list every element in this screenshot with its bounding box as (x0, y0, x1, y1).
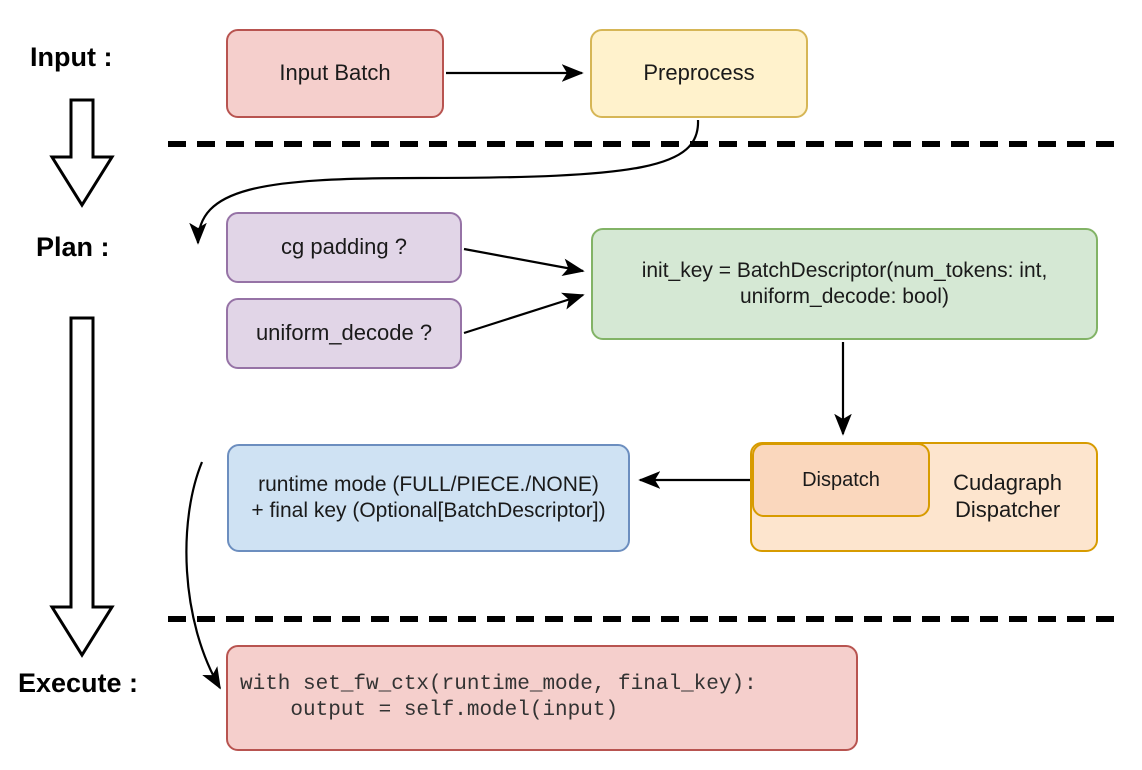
node-runtime-mode[interactable]: runtime mode (FULL/PIECE./NONE) + final … (227, 444, 630, 552)
stage-label-input: Input : (30, 42, 113, 72)
block-arrow-plan-to-execute-block-arrow (49, 316, 115, 658)
node-preprocess[interactable]: Preprocess (590, 29, 808, 118)
connector-uniform-decode-to-init-key (463, 292, 585, 335)
stage-label-execute: Execute : (18, 668, 139, 698)
node-input-batch[interactable]: Input Batch (226, 29, 444, 118)
node-execute-code[interactable]: with set_fw_ctx(runtime_mode, final_key)… (226, 645, 858, 751)
stage-label-plan: Plan : (36, 232, 110, 262)
node-uniform-decode[interactable]: uniform_decode ? (226, 298, 462, 369)
node-dispatch[interactable]: Dispatch (752, 443, 930, 517)
node-init-key[interactable]: init_key = BatchDescriptor(num_tokens: i… (591, 228, 1098, 340)
node-cg-padding[interactable]: cg padding ? (226, 212, 462, 283)
stage-flow-arrows (49, 98, 115, 658)
connector-cg-padding-to-init-key (463, 247, 585, 276)
block-arrow-input-to-plan-block-arrow (49, 98, 115, 208)
connector-runtime-mode-to-execute-code (185, 461, 221, 690)
edges (185, 64, 852, 690)
